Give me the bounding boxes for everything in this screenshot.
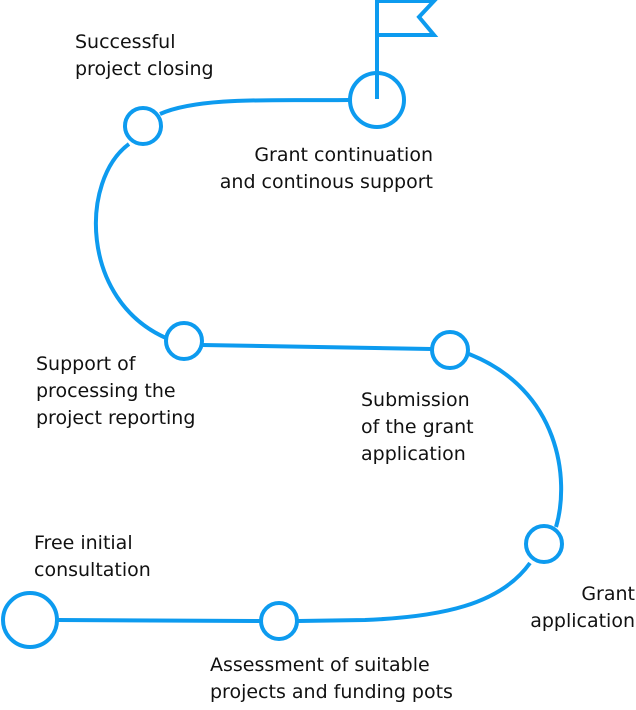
flag-icon <box>375 0 439 99</box>
label-assessment: Assessment of suitable projects and fund… <box>210 654 453 703</box>
label-free-initial-consultation: Free initial consultation <box>34 532 151 581</box>
step-node-reporting-support <box>164 321 204 361</box>
step-node-grant-application <box>524 524 564 564</box>
step-node-assessment <box>259 601 299 641</box>
step-node-submission <box>430 330 470 370</box>
label-continuation: Grant continuation and continous support <box>219 144 433 193</box>
label-project-closing: Successful project closing <box>75 31 214 80</box>
step-node-project-closing <box>123 106 163 146</box>
label-submission: Submission of the grant application <box>361 389 474 465</box>
label-grant-application: Grant application <box>530 583 635 632</box>
roadmap-path <box>57 98 564 623</box>
label-reporting-support: Support of processing the project report… <box>36 353 196 429</box>
step-node-free-initial-consultation <box>1 591 59 649</box>
